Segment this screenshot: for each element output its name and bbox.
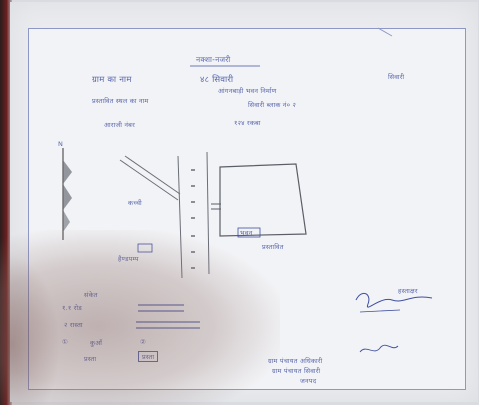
document-heading: नक्शा-नजरी — [196, 55, 231, 64]
map-handpump-label: हैण्डपम्प — [118, 255, 139, 263]
village-value: ४८ सिवारी — [200, 75, 234, 85]
legend-marker-2: ② — [140, 338, 147, 346]
legend-proposed: प्रस्ता — [84, 355, 97, 363]
map-proposed-label: प्रस्तावित — [262, 243, 284, 251]
north-arrow-icon — [62, 148, 72, 240]
legend-well-marker: ① — [62, 338, 69, 346]
plot-number-value: १२४ रकबा — [234, 119, 261, 127]
legend-path: २ रास्ता — [64, 321, 83, 329]
village-label: ग्राम का नाम — [92, 75, 132, 85]
map-road-label: कच्ची — [128, 199, 142, 207]
site-value: आंगनबाड़ी भवन निर्माण — [218, 87, 277, 95]
stamp-line-1: ग्राम पंचायत अधिकारी — [268, 357, 323, 365]
signature: हस्ताक्षर — [398, 287, 418, 295]
village-right-note: सिवारी — [388, 73, 405, 81]
stamp-line-2: ग्राम पंचायत सिवारी — [272, 367, 321, 375]
desk-edge — [0, 0, 12, 405]
site-subline: सिवारी ब्लाक नं० २ — [248, 101, 297, 109]
legend-title: संकेत — [84, 291, 98, 299]
legend-proposed-box: प्रस्ता — [138, 351, 159, 362]
plot-number-label: आराजी नंबर — [104, 121, 135, 129]
legend-road: १.१ रोड — [62, 304, 82, 312]
stamp-line-3: जनपद — [300, 377, 317, 385]
page-border — [28, 28, 466, 390]
north-label: N — [58, 140, 64, 148]
legend-well: कुआँ — [90, 339, 103, 347]
site-label: प्रस्तावित स्थल का नाम — [92, 97, 149, 105]
map-building-label: भवन — [240, 229, 253, 237]
